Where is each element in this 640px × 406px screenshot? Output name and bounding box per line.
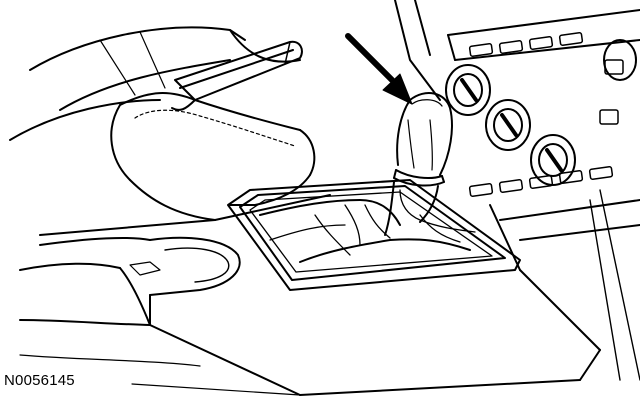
center-console-body bbox=[19, 194, 601, 396]
figure-id-label: N0056145 bbox=[4, 372, 75, 389]
top-right-knob bbox=[603, 39, 637, 81]
temperature-knob bbox=[445, 64, 491, 116]
fan-speed-knob bbox=[485, 99, 531, 151]
figure-id-leader-line bbox=[131, 383, 301, 396]
center-console-armrest bbox=[110, 92, 316, 221]
shift-boot bbox=[259, 189, 476, 263]
hvac-panel bbox=[394, 0, 640, 381]
hvac-buttons bbox=[468, 32, 624, 197]
cup-holder bbox=[19, 219, 241, 326]
climate-control-knobs bbox=[445, 39, 637, 186]
shift-bezel bbox=[227, 179, 521, 291]
mode-knob bbox=[530, 134, 576, 186]
seat-outline bbox=[9, 26, 301, 141]
callout-arrow bbox=[345, 33, 413, 105]
parking-brake-handle bbox=[171, 40, 303, 111]
gear-shift-knob bbox=[384, 92, 453, 236]
